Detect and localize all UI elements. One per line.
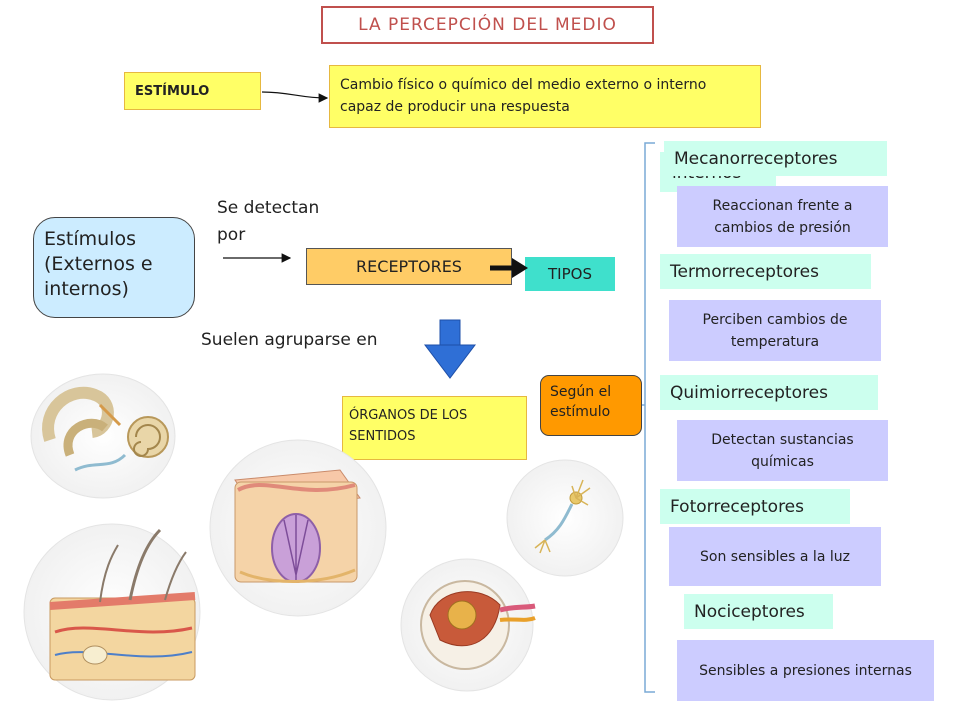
inner-ear-illustration bbox=[30, 373, 176, 499]
receptores-box: RECEPTORES bbox=[306, 248, 512, 285]
estimulo-arrow bbox=[261, 91, 329, 103]
taste-bud-illustration bbox=[209, 439, 387, 617]
termorreceptores-description: Perciben cambios de temperatura bbox=[669, 300, 881, 361]
segun-estimulo-box: Según el estímulo bbox=[540, 375, 642, 436]
fotorreceptores-label: Fotorreceptores bbox=[660, 489, 850, 524]
suelen-agruparse-label: Suelen agruparse en bbox=[201, 330, 378, 350]
mecanorreceptores-description: Reaccionan frente a cambios de presión bbox=[677, 186, 888, 247]
estimulos-box: Estímulos (Externos e internos) bbox=[33, 217, 195, 318]
se-detectan-label: Se detectan por bbox=[217, 198, 320, 245]
nociceptores-label: Nociceptores bbox=[684, 594, 833, 629]
down-arrow-icon bbox=[423, 319, 477, 379]
tipos-box: TIPOS bbox=[525, 257, 615, 291]
eye-illustration bbox=[400, 558, 536, 692]
skin-layers-illustration bbox=[23, 523, 201, 701]
nociceptores-description: Sensibles a presiones internas bbox=[677, 640, 934, 701]
quimiorreceptores-description: Detectan sustancias químicas bbox=[677, 420, 888, 481]
page-title: LA PERCEPCIÓN DEL MEDIO bbox=[321, 6, 654, 44]
mecanorreceptores-label: Mecanorreceptores bbox=[664, 141, 887, 176]
fotorreceptores-description: Son sensibles a la luz bbox=[669, 527, 881, 586]
types-bracket bbox=[644, 142, 655, 693]
estimulo-definition: Cambio físico o químico del medio extern… bbox=[329, 65, 761, 128]
quimiorreceptores-label: Quimiorreceptores bbox=[660, 375, 878, 410]
termorreceptores-label: Termorreceptores bbox=[660, 254, 871, 289]
organos-sentidos-box: ÓRGANOS DE LOS SENTIDOS bbox=[342, 396, 527, 460]
neuron-illustration bbox=[506, 459, 624, 577]
tipos-arrowhead bbox=[512, 258, 528, 278]
estimulo-label: ESTÍMULO bbox=[124, 72, 261, 110]
